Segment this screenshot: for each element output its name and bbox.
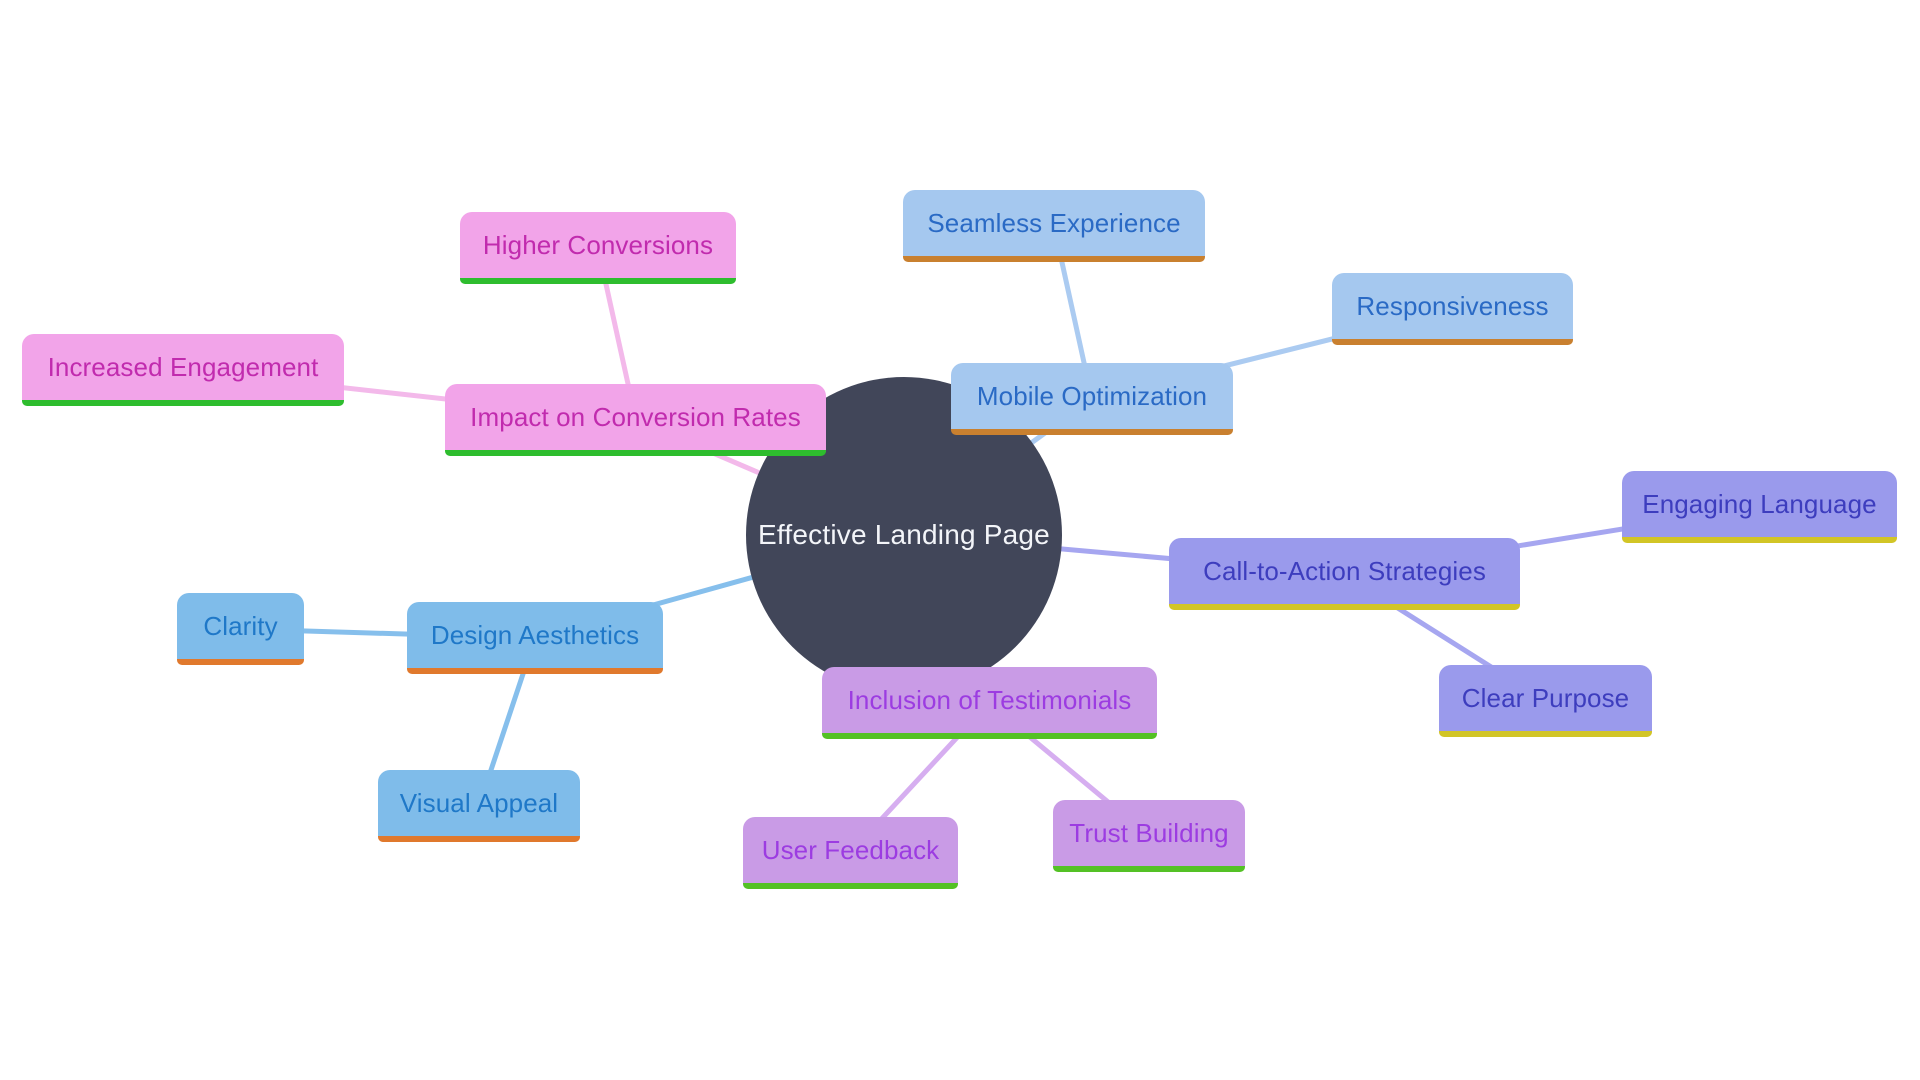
topic-impact-on-conversion-rates[interactable]: Impact on Conversion Rates xyxy=(445,384,826,456)
topic-inclusion-of-testimonials[interactable]: Inclusion of Testimonials xyxy=(822,667,1157,739)
central-topic-label: Effective Landing Page xyxy=(758,519,1050,550)
subtopic-label: Clear Purpose xyxy=(1461,682,1630,713)
subtopic-user-feedback[interactable]: User Feedback xyxy=(743,817,958,889)
subtopic-clarity[interactable]: Clarity xyxy=(177,593,304,665)
subtopic-higher-conversions[interactable]: Higher Conversions xyxy=(460,212,736,284)
subtopic-label: User Feedback xyxy=(761,834,940,865)
topic-label: Impact on Conversion Rates xyxy=(470,401,801,432)
subtopic-label: Higher Conversions xyxy=(482,229,714,260)
subtopic-responsiveness[interactable]: Responsiveness xyxy=(1332,273,1573,345)
topic-label: Mobile Optimization xyxy=(976,380,1208,411)
subtopic-label: Clarity xyxy=(203,610,278,641)
subtopic-increased-engagement[interactable]: Increased Engagement xyxy=(22,334,344,406)
topic-label: Design Aesthetics xyxy=(430,619,640,650)
topic-call-to-action-strategies[interactable]: Call-to-Action Strategies xyxy=(1169,538,1520,610)
subtopic-clear-purpose[interactable]: Clear Purpose xyxy=(1439,665,1652,737)
subtopic-trust-building[interactable]: Trust Building xyxy=(1053,800,1245,872)
topic-design-aesthetics[interactable]: Design Aesthetics xyxy=(407,602,663,674)
subtopic-label: Seamless Experience xyxy=(927,207,1181,238)
subtopic-visual-appeal[interactable]: Visual Appeal xyxy=(378,770,580,842)
topic-label: Inclusion of Testimonials xyxy=(847,684,1132,715)
subtopic-label: Increased Engagement xyxy=(47,351,319,382)
subtopic-label: Responsiveness xyxy=(1356,290,1549,321)
subtopic-seamless-experience[interactable]: Seamless Experience xyxy=(903,190,1205,262)
topic-label: Call-to-Action Strategies xyxy=(1203,555,1486,586)
subtopic-label: Trust Building xyxy=(1069,817,1229,848)
topic-mobile-optimization[interactable]: Mobile Optimization xyxy=(951,363,1233,435)
subtopic-label: Visual Appeal xyxy=(399,787,559,818)
subtopic-label: Engaging Language xyxy=(1642,488,1877,519)
subtopic-engaging-language[interactable]: Engaging Language xyxy=(1622,471,1897,543)
